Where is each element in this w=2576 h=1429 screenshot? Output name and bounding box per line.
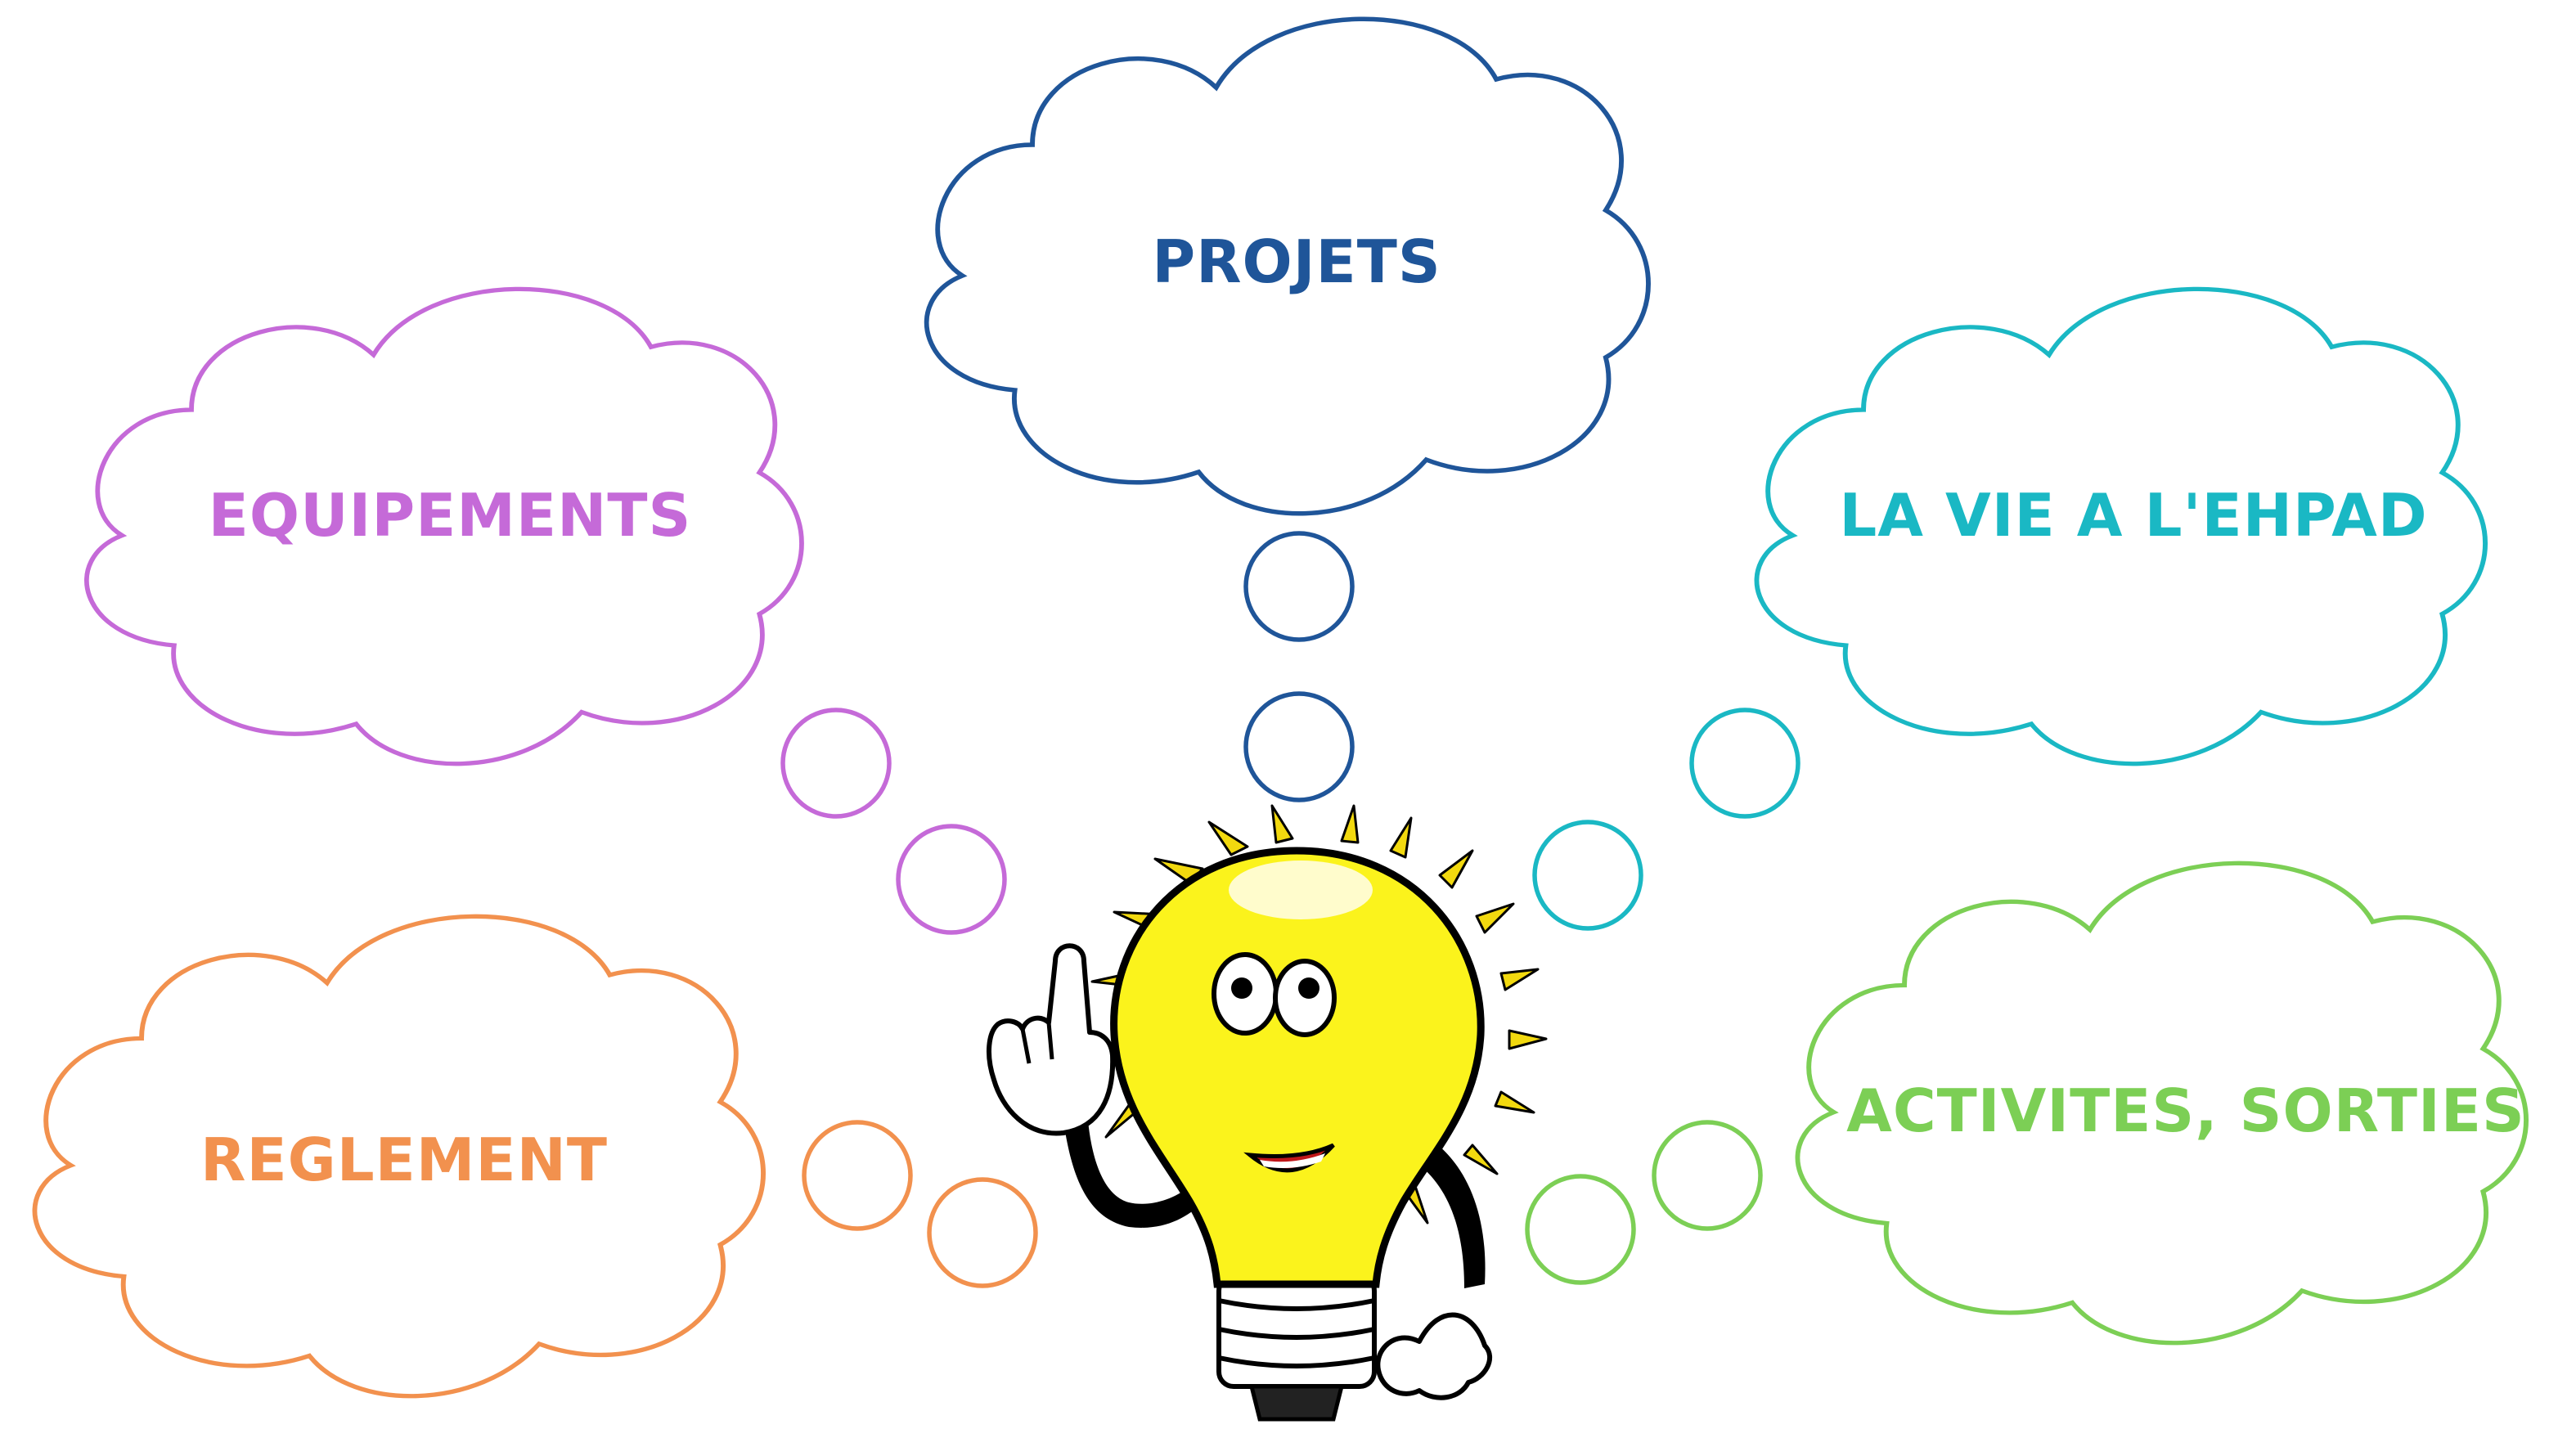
thought-bubbles-activites xyxy=(1525,1120,1763,1285)
thought-bubbles-la-vie xyxy=(1532,708,1801,931)
thought-bubbles-projets xyxy=(1243,531,1355,802)
bulb-right-arm xyxy=(1415,1137,1486,1288)
cloud-label-projets: PROJETS xyxy=(1152,227,1441,296)
lightbulb-mascot-icon xyxy=(987,804,1548,1422)
bulb-glass xyxy=(1110,847,1485,1288)
thought-bubbles-equipements xyxy=(780,708,1007,935)
thought-bubbles-reglement xyxy=(802,1120,1038,1288)
bulb-right-hand xyxy=(1375,1312,1492,1400)
cloud-label-reglement: REGLEMENT xyxy=(200,1126,608,1194)
bulb-base xyxy=(1216,1274,1377,1422)
bulb-mouth xyxy=(1243,1143,1335,1173)
bulb-highlight xyxy=(1229,861,1373,919)
bulb-left-arm xyxy=(1063,1121,1203,1228)
bulb-rays xyxy=(1086,804,1548,1225)
bulb-eyes xyxy=(1212,952,1337,1037)
cloud-label-la-vie: LA VIE A L'EHPAD xyxy=(1839,481,2427,550)
cloud-label-equipements: EQUIPEMENTS xyxy=(209,481,692,550)
cloud-label-activites: ACTIVITES, SORTIES xyxy=(1846,1076,2525,1145)
